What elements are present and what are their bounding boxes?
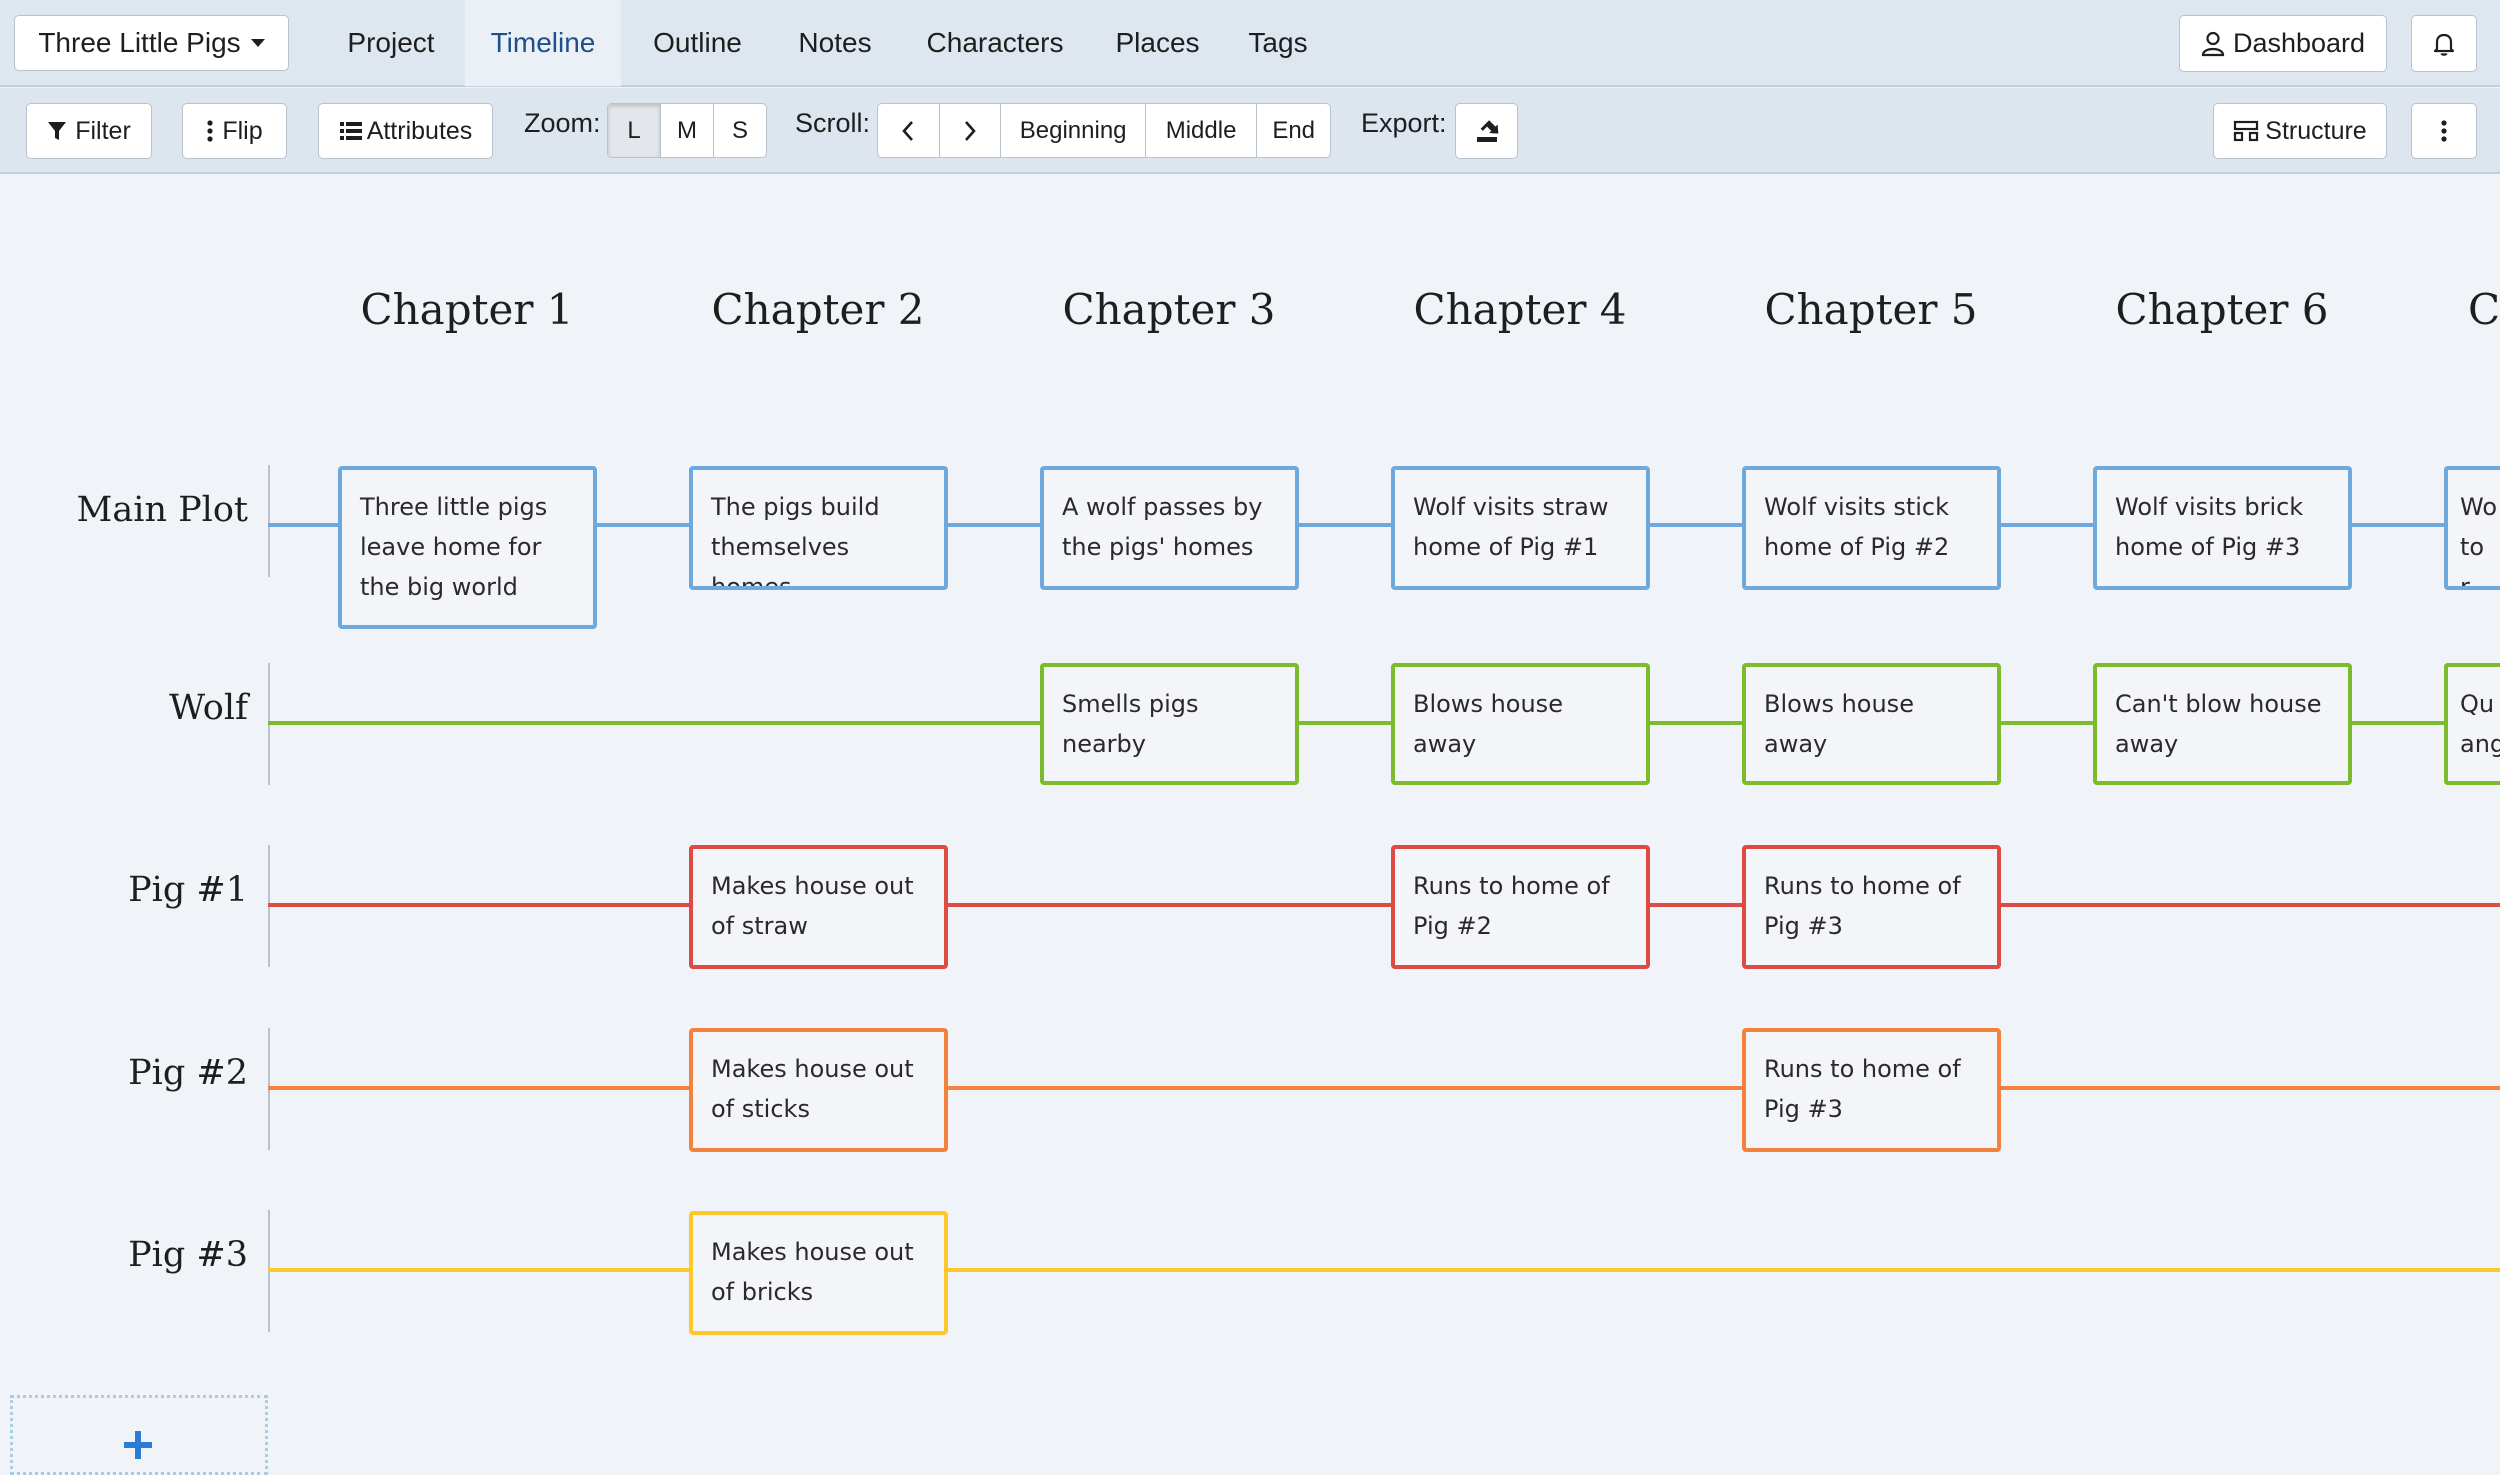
scroll-beginning-button[interactable]: Beginning — [1001, 104, 1146, 157]
chevron-right-icon — [963, 120, 977, 142]
list-icon — [339, 120, 363, 142]
scene-card[interactable]: A wolf passes by the pigs' homes — [1040, 466, 1299, 590]
tab-outline[interactable]: Outline — [653, 27, 742, 58]
lane-label-pig-2[interactable]: Pig #2 — [128, 1053, 248, 1093]
lane-line-pig-3 — [268, 1268, 2500, 1272]
structure-button[interactable]: Structure — [2213, 103, 2387, 159]
scene-card[interactable]: Wolf visits brick home of Pig #3 — [2093, 466, 2352, 590]
structure-icon — [2233, 120, 2259, 142]
lane-divider — [268, 465, 270, 577]
project-selector-button[interactable]: Three Little Pigs — [14, 15, 289, 71]
chapter-header[interactable]: Chapter 5 — [1764, 285, 1978, 334]
user-icon — [2201, 31, 2225, 57]
scene-card[interactable]: Three little pigs leave home for the big… — [338, 466, 597, 629]
lane-line-main-plot — [268, 523, 2500, 527]
chapter-header[interactable]: Chapter 1 — [360, 285, 574, 334]
scene-card[interactable]: Wolf visits straw home of Pig #1 — [1391, 466, 1650, 590]
lane-line-pig-1 — [268, 903, 2500, 907]
attributes-button[interactable]: Attributes — [318, 103, 493, 159]
export-button[interactable] — [1455, 103, 1518, 159]
tab-places[interactable]: Places — [1115, 27, 1200, 58]
scene-card[interactable]: Blows house away — [1742, 663, 2001, 785]
tab-notes[interactable]: Notes — [798, 27, 872, 58]
more-icon — [2440, 119, 2448, 143]
scene-card[interactable]: Makes house out of straw — [689, 845, 948, 969]
lane-label-pig-3[interactable]: Pig #3 — [128, 1235, 248, 1275]
dashboard-button[interactable]: Dashboard — [2179, 15, 2387, 72]
caret-down-icon — [250, 39, 265, 47]
tab-tags[interactable]: Tags — [1248, 27, 1308, 58]
plus-icon — [118, 1425, 158, 1465]
lane-line-pig-2 — [268, 1086, 2500, 1090]
zoom-option-small[interactable]: S — [731, 116, 748, 144]
chapter-header[interactable]: Chapter 3 — [1062, 285, 1276, 334]
scroll-control: Beginning Middle End — [877, 103, 1331, 158]
chapter-header[interactable]: Chapter 6 — [2115, 285, 2329, 334]
scene-card[interactable]: Runs to home of Pig #3 — [1742, 1028, 2001, 1152]
scene-card[interactable]: Runs to home of Pig #3 — [1742, 845, 2001, 969]
scroll-end-button[interactable]: End — [1272, 116, 1316, 144]
chevron-left-icon — [901, 120, 915, 142]
chapter-header[interactable]: Chapter 2 — [711, 285, 925, 334]
chapter-header[interactable]: C — [2468, 285, 2500, 334]
scene-card[interactable]: Can't blow house away — [2093, 663, 2352, 785]
scene-card[interactable]: Makes house out of sticks — [689, 1028, 948, 1152]
scroll-middle-button[interactable]: Middle — [1146, 104, 1258, 157]
tab-characters[interactable]: Characters — [926, 27, 1064, 58]
bell-icon — [2432, 31, 2456, 57]
scene-card[interactable]: Wo to r — [2444, 466, 2500, 590]
filter-button[interactable]: Filter — [26, 103, 152, 159]
chapter-header[interactable]: Chapter 4 — [1413, 285, 1627, 334]
scene-card[interactable]: Qu ang — [2444, 663, 2500, 785]
scene-card[interactable]: Runs to home of Pig #2 — [1391, 845, 1650, 969]
export-label: Export: — [1361, 108, 1447, 138]
zoom-control: L M S — [607, 103, 767, 158]
flip-button[interactable]: Flip — [182, 103, 287, 159]
project-name: Three Little Pigs — [38, 27, 241, 58]
filter-icon — [47, 120, 67, 142]
scroll-prev-button[interactable] — [878, 104, 940, 157]
lane-label-pig-1[interactable]: Pig #1 — [128, 870, 248, 910]
lane-line-wolf — [268, 721, 2500, 725]
scroll-label: Scroll: — [795, 108, 871, 138]
scroll-next-button[interactable] — [940, 104, 1002, 157]
scene-card[interactable]: Wolf visits stick home of Pig #2 — [1742, 466, 2001, 590]
zoom-label: Zoom: — [524, 108, 601, 138]
export-icon — [1474, 118, 1500, 144]
scene-card[interactable]: The pigs build themselves homes — [689, 466, 948, 590]
more-options-button[interactable] — [2411, 103, 2477, 159]
tab-timeline[interactable]: Timeline — [465, 0, 621, 86]
scene-card[interactable]: Smells pigs nearby — [1040, 663, 1299, 785]
scene-card[interactable]: Makes house out of bricks — [689, 1211, 948, 1335]
tab-project[interactable]: Project — [347, 27, 435, 58]
zoom-option-large[interactable]: L — [608, 104, 661, 157]
lane-label-wolf[interactable]: Wolf — [169, 688, 248, 728]
top-navigation: Three Little Pigs Project Timeline Outli… — [0, 0, 2500, 87]
notifications-button[interactable] — [2411, 15, 2477, 72]
zoom-option-medium[interactable]: M — [661, 104, 714, 157]
scene-card[interactable]: Blows house away — [1391, 663, 1650, 785]
vertical-dots-icon — [206, 119, 214, 143]
lane-label-main-plot[interactable]: Main Plot — [76, 490, 248, 530]
